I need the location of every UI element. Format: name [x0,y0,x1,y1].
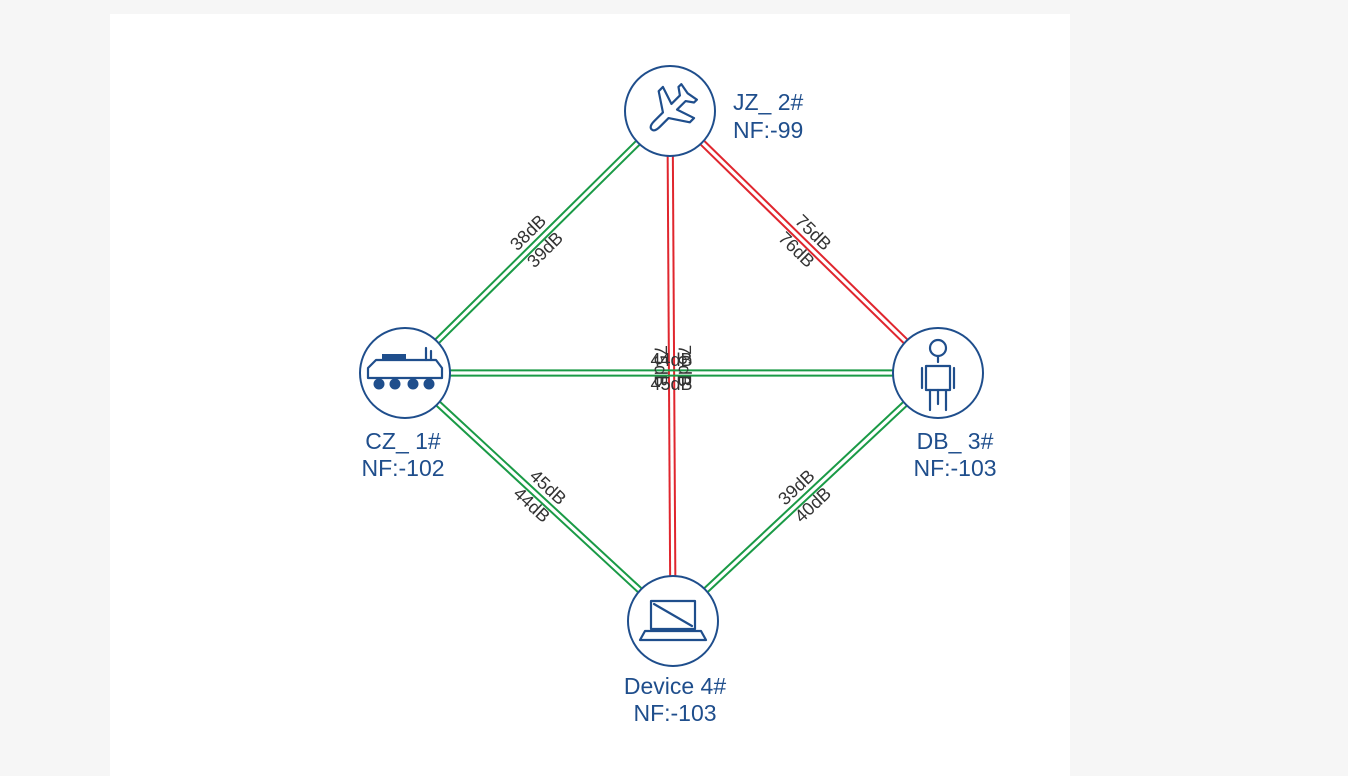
armored-vehicle-icon [366,346,444,390]
link-jz2-dev4-label-a: 76dB [675,345,695,387]
node-jz2-nf: NF:-99 [733,117,803,143]
node-db3-name: DB_ 3# [917,428,994,454]
node-db3-circle[interactable] [892,327,984,419]
node-cz1-name: CZ_ 1# [365,428,441,454]
node-dev4-name: Device 4# [624,673,726,699]
links-layer [434,139,909,594]
node-jz2[interactable]: JZ_ 2# NF:-99 [624,65,804,157]
node-db3[interactable]: DB_ 3# NF:-103 [892,327,997,481]
node-dev4[interactable]: Device 4# NF:-103 [624,575,726,726]
link-jz2-dev4-line-1 [671,155,677,576]
link-dev4-db3-line-2 [706,404,908,593]
laptop-icon [638,599,708,642]
link-cz1-jz2-line-1 [434,140,637,341]
link-jz2-dev4-line-2 [666,156,672,577]
link-dev4-db3-line-1 [703,401,905,590]
link-cz1-dev4-line-2 [435,404,639,594]
link-jz2-db3-line-1 [703,139,909,341]
link-cz1-db3-label-b: 45dB [650,374,692,394]
link-cz1-jz2-line-2 [438,143,641,344]
link-cz1-dev4-line-1 [439,400,643,590]
link-jz2-db3-line-2 [699,143,905,345]
node-cz1-nf: NF:-102 [361,455,444,481]
node-db3-nf: NF:-103 [913,455,996,481]
node-jz2-circle[interactable] [624,65,716,157]
node-dev4-circle[interactable] [627,575,719,667]
node-cz1-circle[interactable] [359,327,451,419]
node-dev4-nf: NF:-103 [633,700,716,726]
link-jz2-dev4-label-b: 75dB [651,345,671,387]
node-cz1[interactable]: CZ_ 1# NF:-102 [359,327,451,481]
link-cz1-db3-label-a: 44dB [650,350,692,370]
soldier-icon [920,338,956,412]
node-jz2-name: JZ_ 2# [733,89,804,115]
airplane-icon [649,83,698,132]
